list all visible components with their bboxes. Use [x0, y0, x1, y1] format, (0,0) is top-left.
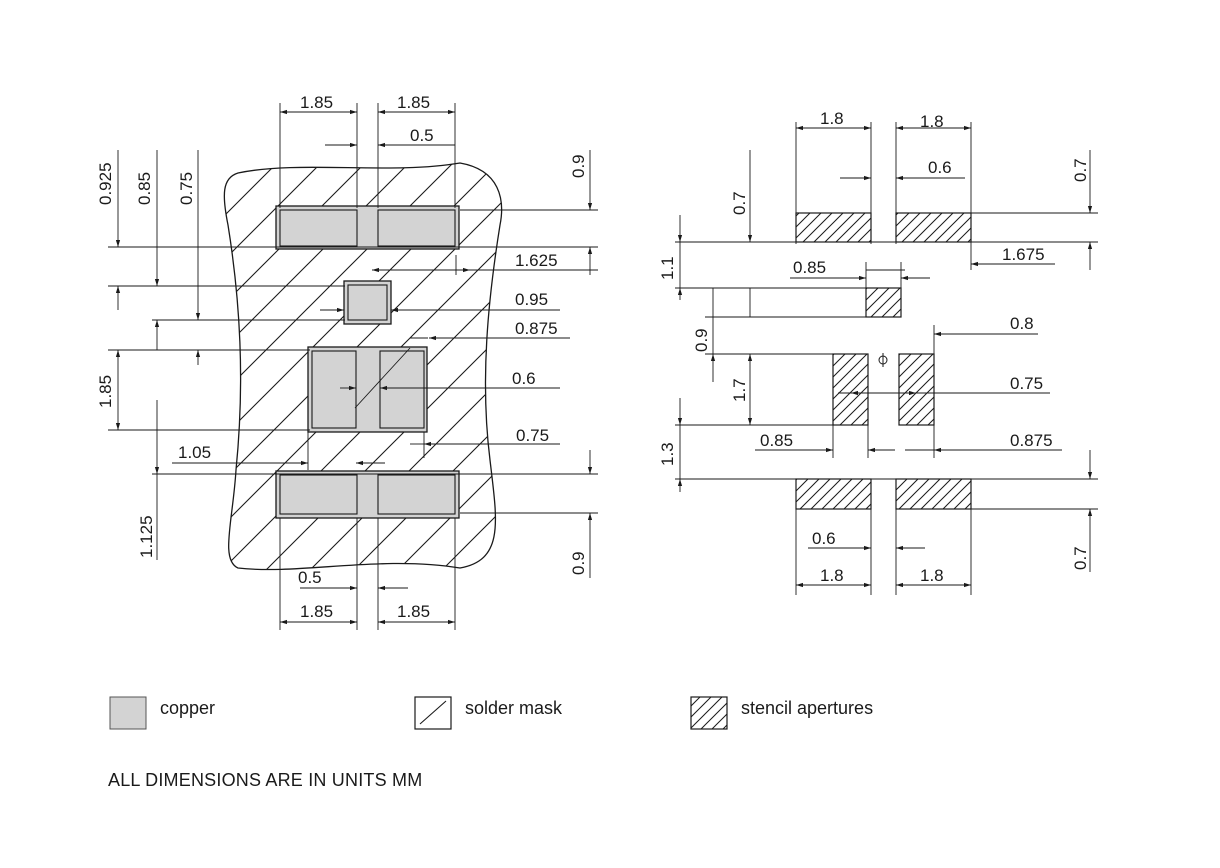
dim-label: 1.85 — [96, 375, 115, 408]
stencil-aperture-bottom-left — [795, 478, 872, 510]
dim-label: 0.7 — [1071, 158, 1090, 182]
right-view: 1.8 1.8 0.6 0.7 0.7 1.1 1.675 0.85 0.9 0… — [658, 109, 1098, 595]
dim-label: 0.75 — [1010, 374, 1043, 393]
dim-label: 1.125 — [137, 515, 156, 558]
stencil-aperture-center-right — [898, 353, 935, 426]
legend-solder-mask: solder mask — [451, 698, 562, 719]
dim-label: 1.85 — [397, 602, 430, 621]
legend-stencil-swatch — [690, 696, 728, 730]
legend-copper-label: copper — [160, 698, 216, 718]
right-dimension-labels: 1.8 1.8 0.6 0.7 0.7 1.1 1.675 0.85 0.9 0… — [658, 109, 1090, 585]
legend-solder-mask-label: solder mask — [465, 698, 563, 718]
dim-label: 0.5 — [298, 568, 322, 587]
dim-label: 0.875 — [515, 319, 558, 338]
legend-stencil: stencil apertures — [727, 698, 873, 719]
dim-label: 1.85 — [397, 93, 430, 112]
stencil-aperture-top-left — [795, 212, 872, 243]
left-dimension-lines — [108, 103, 598, 630]
dim-label: 0.85 — [793, 258, 826, 277]
left-dimension-labels: 1.85 1.85 0.5 0.925 0.85 0.75 0.9 1.625 … — [96, 93, 588, 621]
dim-label: 1.85 — [300, 93, 333, 112]
stencil-aperture-bottom-right — [895, 478, 972, 510]
stencil-aperture-top-right — [895, 212, 972, 243]
copper-pad-bottom — [275, 470, 460, 519]
dim-label: 1.8 — [920, 566, 944, 585]
dim-label: 0.85 — [135, 172, 154, 205]
dim-label: 0.5 — [410, 126, 434, 145]
copper-pad-small — [343, 280, 392, 325]
dim-label: 1.1 — [658, 256, 677, 280]
legend-stencil-label: stencil apertures — [741, 698, 874, 718]
dim-label: 0.6 — [512, 369, 536, 388]
dim-label: 1.625 — [515, 251, 558, 270]
dim-label: 0.875 — [1010, 431, 1053, 450]
legend-solder-mask-swatch — [414, 696, 452, 730]
dim-label: 1.85 — [300, 602, 333, 621]
center-mark-icon — [878, 353, 888, 367]
dim-label: 0.75 — [516, 426, 549, 445]
dim-label: 1.3 — [658, 442, 677, 466]
right-dimension-lines — [675, 122, 1098, 595]
dim-label: 0.6 — [928, 158, 952, 177]
stencil-aperture-center-left — [832, 353, 869, 426]
dim-label: 0.9 — [569, 154, 588, 178]
copper-pad-top — [275, 205, 460, 250]
left-view: 1.85 1.85 0.5 0.925 0.85 0.75 0.9 1.625 … — [96, 93, 598, 630]
dim-label: 0.9 — [569, 551, 588, 575]
dim-label: 0.75 — [177, 172, 196, 205]
dim-label: 0.95 — [515, 290, 548, 309]
dim-label: 0.8 — [1010, 314, 1034, 333]
dim-label: 0.6 — [812, 529, 836, 548]
dim-label: 1.05 — [178, 443, 211, 462]
dim-label: 0.7 — [730, 191, 749, 215]
stencil-aperture-small — [865, 287, 902, 318]
dim-label: 1.8 — [820, 109, 844, 128]
dim-label: 1.8 — [920, 112, 944, 131]
legend-copper: copper — [146, 698, 215, 719]
dim-label: 1.7 — [730, 378, 749, 402]
dim-label: 1.675 — [1002, 245, 1045, 264]
units-note: ALL DIMENSIONS ARE IN UNITS MM — [108, 770, 423, 790]
dim-label: 0.7 — [1071, 546, 1090, 570]
copper-pad-center — [307, 346, 428, 433]
dim-label: 0.85 — [760, 431, 793, 450]
legend-copper-swatch — [109, 696, 147, 730]
dim-label: 1.8 — [820, 566, 844, 585]
dim-label: 0.9 — [692, 328, 711, 352]
dim-label: 0.925 — [96, 162, 115, 205]
